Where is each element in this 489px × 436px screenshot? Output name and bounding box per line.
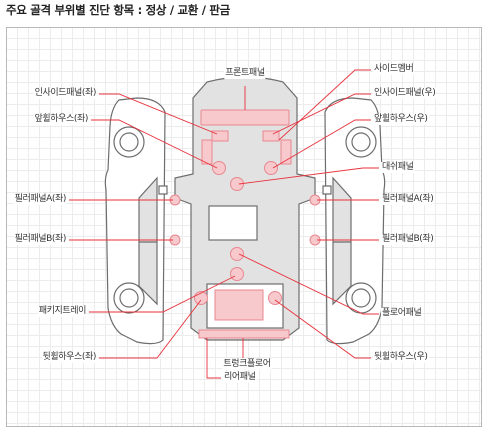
label-trunk-floor: 트렁크플로어	[222, 359, 272, 370]
label-pillar-a-left: 필러패널A(좌)	[13, 194, 67, 205]
right-rear-rim	[351, 288, 371, 308]
leader-inside-panel-left	[99, 93, 218, 135]
label-pillar-a-right: 필러패널A(좌)	[381, 194, 435, 205]
leader-dash-panel	[238, 167, 379, 185]
left-side-car	[104, 97, 168, 345]
left-front-rim	[119, 132, 139, 152]
side-member-right-part	[280, 139, 292, 165]
side-member-left-part	[201, 139, 213, 165]
label-floor-panel: 플로어패널	[381, 308, 423, 319]
label-pillar-b-right: 필러패널B(좌)	[381, 234, 435, 245]
right-side-car	[322, 97, 386, 345]
floor-panel-part	[230, 247, 244, 261]
rear-wheelhouse-right-part	[268, 291, 282, 305]
front-panel-part	[200, 109, 290, 126]
label-package-tray: 패키지트레이	[37, 306, 87, 317]
left-car-windows	[138, 176, 158, 306]
front-wheelhouse-right-part	[264, 161, 278, 175]
left-front-wheel	[113, 126, 145, 158]
label-inside-panel-right: 인사이드패널(우)	[373, 88, 437, 99]
label-front-wheelhouse-left: 앞휠하우스(좌)	[33, 114, 89, 125]
leader-inside-panel-right	[272, 93, 371, 135]
label-pillar-b-left: 필러패널B(좌)	[13, 234, 67, 245]
cabin-opening	[208, 205, 258, 241]
label-rear-wheelhouse-right: 뒷휠하우스(우)	[373, 352, 429, 363]
package-tray-part	[230, 267, 244, 281]
right-car-windows	[332, 176, 352, 306]
inside-panel-right-part	[262, 130, 280, 142]
leader-front-wheelhouse-left	[91, 119, 218, 169]
leader-front-wheelhouse-right	[272, 119, 371, 169]
label-front-panel: 프론트패널	[224, 68, 266, 79]
leader-rear-wheelhouse-left	[99, 299, 202, 359]
right-front-wheel	[345, 126, 377, 158]
label-front-wheelhouse-right: 앞휠하우스(우)	[373, 114, 429, 125]
right-mirror	[322, 185, 332, 195]
dash-panel-part	[230, 177, 244, 191]
inside-panel-left-part	[211, 130, 229, 142]
label-side-member: 사이드멤버	[373, 64, 415, 75]
label-dash-panel: 대쉬패널	[381, 162, 415, 173]
front-wheelhouse-left-part	[212, 161, 226, 175]
left-rear-wheel	[113, 282, 145, 314]
diagram-panel: 프론트패널 사이드멤버 인사이드패널(좌) 인사이드패널(우) 앞휠하우스(좌)…	[6, 27, 482, 427]
right-front-rim	[351, 132, 371, 152]
leader-rear-wheelhouse-right	[274, 299, 371, 359]
left-mirror	[158, 185, 168, 195]
car-frame-diagram	[69, 69, 386, 379]
page-title: 주요 골격 부위별 진단 항목 : 정상 / 교환 / 판금	[6, 3, 230, 17]
leader-floor-panel	[238, 253, 379, 315]
leader-lines	[69, 69, 379, 379]
label-rear-wheelhouse-left: 뒷휠하우스(좌)	[41, 352, 97, 363]
label-rear-panel: 리어패널	[223, 372, 257, 383]
parts	[169, 109, 321, 339]
right-rear-wheel	[345, 282, 377, 314]
leader-rear-panel	[206, 338, 221, 379]
leader-side-member	[278, 69, 371, 141]
trunk-floor-part	[214, 289, 264, 321]
rear-panel-part	[198, 329, 290, 339]
left-rear-rim	[119, 288, 139, 308]
label-inside-panel-left: 인사이드패널(좌)	[33, 88, 97, 99]
leader-package-tray	[89, 275, 236, 313]
